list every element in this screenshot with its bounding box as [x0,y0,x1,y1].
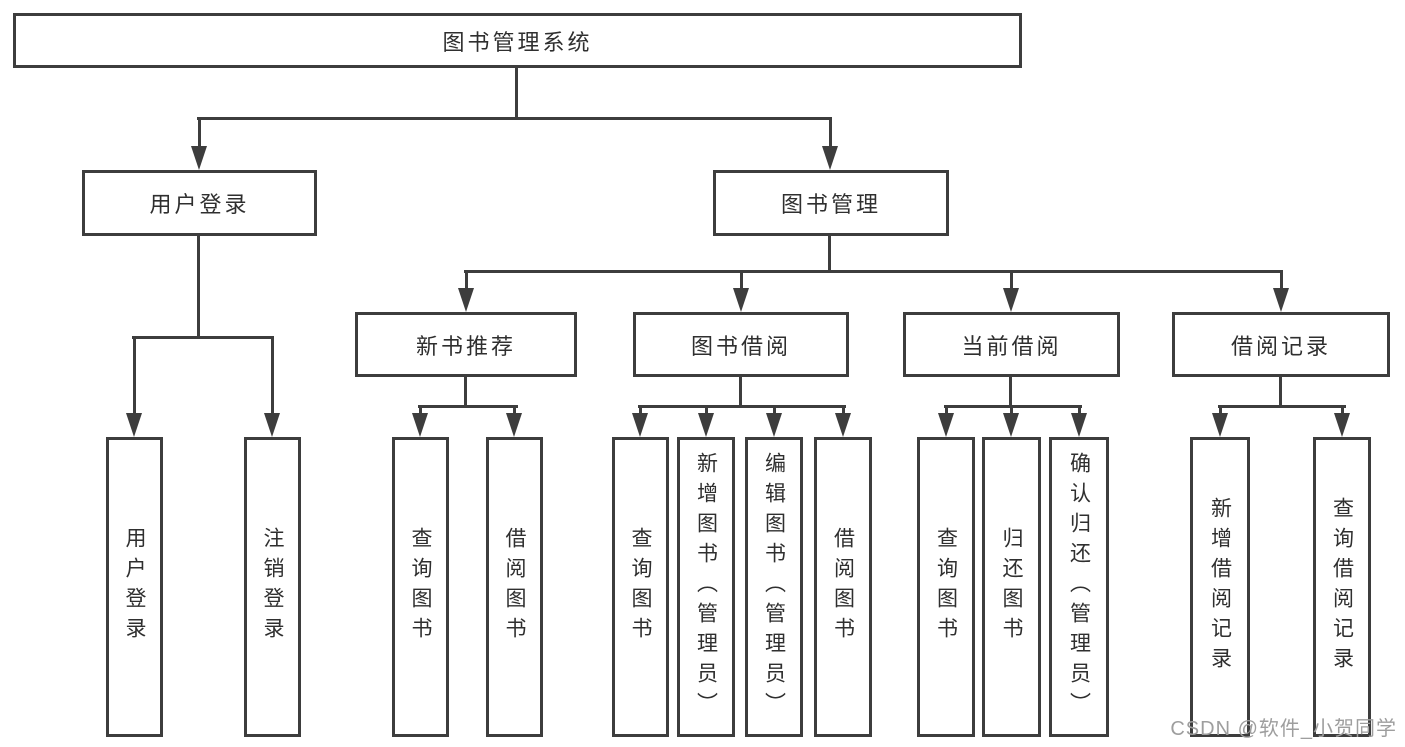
leaf-label: 新增图书（管理员） [694,452,718,722]
arrow-down-icon [458,270,474,312]
connector-line [1009,377,1012,408]
arrow-down-icon [822,117,838,170]
leaf-label: 查询图书 [409,527,432,647]
node-new-book-recommend: 新书推荐 [355,312,577,377]
leaf-label: 查询借阅记录 [1330,497,1354,677]
arrow-down-icon [126,336,142,437]
leaf-query-borrow-record: 查询借阅记录 [1313,437,1371,737]
node-root-label: 图书管理系统 [442,29,593,55]
connector-line [828,236,831,273]
arrow-down-icon [1071,405,1087,437]
leaf-query-books-current: 查询图书 [917,437,975,737]
leaf-return-book: 归还图书 [982,437,1041,737]
leaf-label: 注销登录 [261,527,284,647]
leaf-query-books-borrow: 查询图书 [612,437,669,737]
leaf-query-books-recommend: 查询图书 [392,437,449,737]
arrow-down-icon [733,270,749,312]
leaf-label: 借阅图书 [831,527,855,647]
leaf-label: 归还图书 [1000,527,1023,647]
node-book-borrow: 图书借阅 [633,312,849,377]
leaf-label: 查询图书 [934,527,958,647]
arrow-down-icon [506,405,522,437]
connector-line [944,405,1082,408]
leaf-borrow-books: 借阅图书 [814,437,872,737]
arrow-down-icon [1212,405,1228,437]
arrow-down-icon [412,405,428,437]
arrow-down-icon [938,405,954,437]
arrow-down-icon [1273,270,1289,312]
leaf-label: 新增借阅记录 [1208,497,1232,677]
arrow-down-icon [191,117,207,170]
leaf-user-login: 用户登录 [106,437,163,737]
arrow-down-icon [1003,405,1019,437]
leaf-confirm-return-admin: 确认归还（管理员） [1049,437,1109,737]
arrow-down-icon [835,405,851,437]
arrow-down-icon [264,336,280,437]
connector-line [418,405,518,408]
arrow-down-icon [698,405,714,437]
connector-line [464,270,1283,273]
node-label: 用户登录 [149,192,250,217]
leaf-label: 编辑图书（管理员） [762,452,786,722]
connector-line [464,377,467,408]
arrow-down-icon [1334,405,1350,437]
connector-line [739,377,742,408]
node-label: 当前借阅 [961,333,1062,359]
node-user-login: 用户登录 [82,170,317,236]
leaf-label: 用户登录 [123,527,146,647]
connector-line [132,336,274,339]
arrow-down-icon [766,405,782,437]
connector-line [197,117,831,120]
leaf-add-book-admin: 新增图书（管理员） [677,437,735,737]
node-borrow-records: 借阅记录 [1172,312,1390,377]
leaf-label: 查询图书 [629,527,652,647]
node-root: 图书管理系统 [13,13,1022,68]
node-current-borrow: 当前借阅 [903,312,1120,377]
leaf-logout: 注销登录 [244,437,301,737]
leaf-add-borrow-record: 新增借阅记录 [1190,437,1250,737]
node-label: 新书推荐 [415,333,516,359]
connector-line [1279,377,1282,408]
node-label: 图书借阅 [690,333,791,359]
leaf-borrow-books-recommend: 借阅图书 [486,437,543,737]
connector-line [638,405,846,408]
connector-line [1218,405,1346,408]
leaf-label: 借阅图书 [503,527,526,647]
arrow-down-icon [1003,270,1019,312]
node-label: 图书管理 [780,192,881,217]
node-book-management: 图书管理 [713,170,949,236]
arrow-down-icon [632,405,648,437]
leaf-label: 确认归还（管理员） [1067,452,1091,722]
node-label: 借阅记录 [1230,333,1331,359]
connector-line [197,236,200,339]
connector-line [515,67,518,119]
leaf-edit-book-admin: 编辑图书（管理员） [745,437,803,737]
watermark: CSDN @软件_小贺同学 [1170,718,1397,740]
